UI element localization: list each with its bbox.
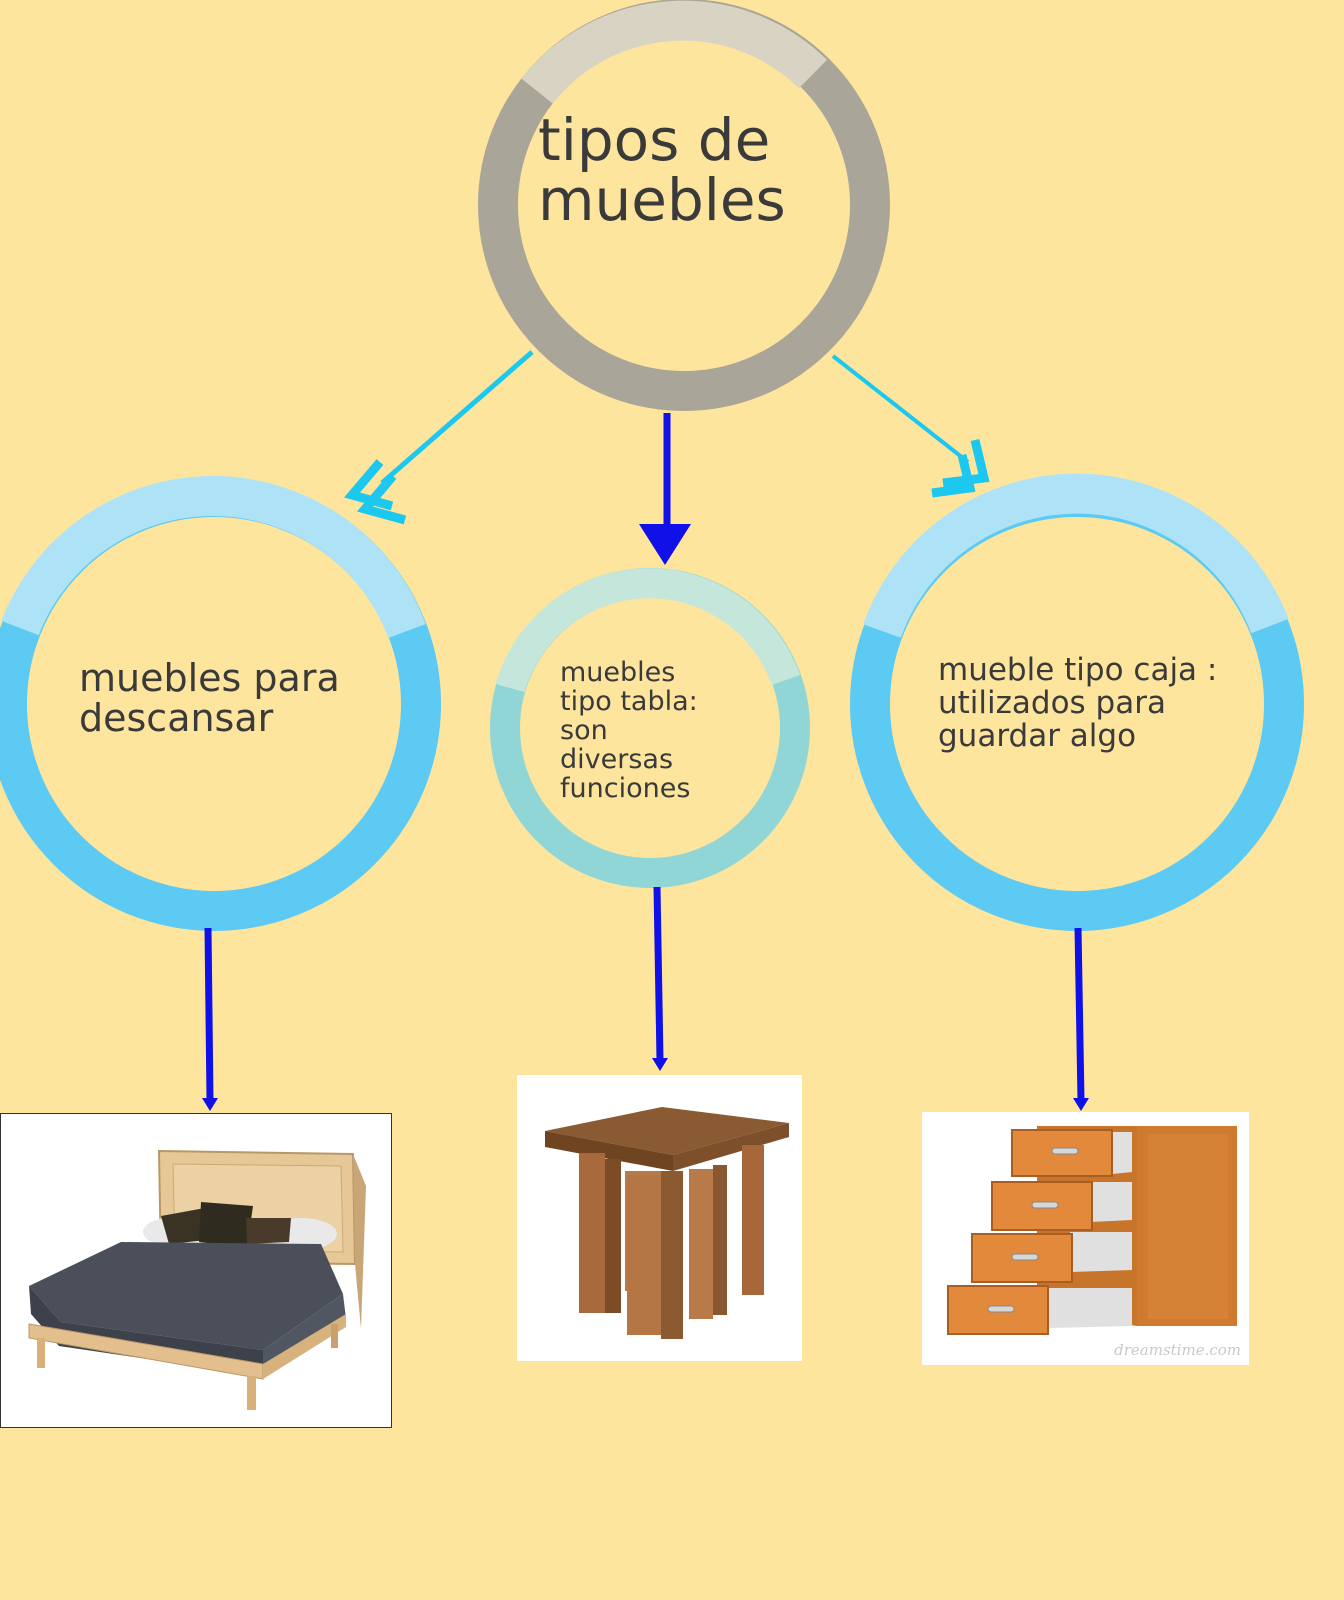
root-node-ring [478,0,890,411]
node-descansar-ring [0,476,441,931]
arrow-root-to-descansar [344,350,534,525]
node-caja-ring [850,473,1304,931]
arrow-root-to-tabla [639,413,691,565]
table-image [517,1075,802,1361]
node-tabla-ring [490,568,810,888]
arrow-descansar-to-image [202,927,218,1111]
dreamstime-watermark: dreamstime.com [1114,1341,1241,1359]
node-caja-label: mueble tipo caja : utilizados para guard… [938,652,1218,754]
arrow-caja-to-image [1073,927,1089,1111]
node-descansar-label: muebles para descansar [79,656,340,740]
root-node-label: tipos de muebles [538,106,786,234]
cabinet-image: dreamstime.com [922,1112,1249,1365]
bed-image [0,1113,392,1428]
arrow-root-to-caja [831,354,990,498]
arrow-tabla-to-image [652,886,668,1071]
node-tabla-label: muebles tipo tabla: son diversas funcion… [560,657,698,804]
